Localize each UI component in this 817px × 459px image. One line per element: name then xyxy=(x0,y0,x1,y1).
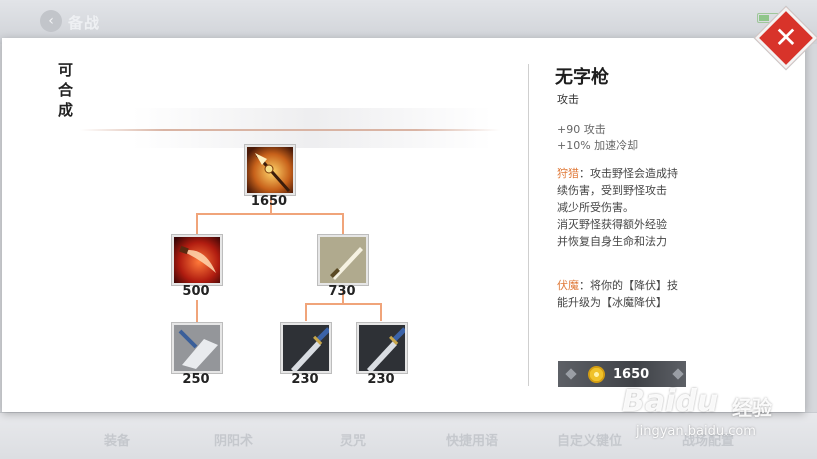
iron-blade-icon xyxy=(174,325,220,371)
item-dagger[interactable] xyxy=(281,323,331,373)
red-blade-icon xyxy=(174,237,220,283)
tab-battle-config[interactable]: 战场配置 xyxy=(682,434,735,449)
tree-connector xyxy=(342,213,344,235)
tree-connector xyxy=(270,196,272,214)
item-white-sword[interactable] xyxy=(318,235,368,285)
craftable-label: 可合成 xyxy=(58,61,74,119)
stat-line: +10% 加速冷却 xyxy=(557,139,639,152)
tree-connector xyxy=(380,303,382,321)
item-price: 730 xyxy=(328,284,356,299)
item-iron-blade[interactable] xyxy=(172,323,222,373)
tree-connector xyxy=(196,213,198,235)
item-price: 230 xyxy=(367,372,395,387)
buy-price-bar[interactable] xyxy=(558,361,686,387)
tree-connector xyxy=(196,300,198,322)
item-price: 1650 xyxy=(250,194,288,209)
passive-description: 减少所受伤害。 xyxy=(557,201,634,214)
tab-custom-keys[interactable]: 自定义键位 xyxy=(557,434,623,449)
passive-keyword: 伏魔 xyxy=(557,279,579,292)
dagger-icon xyxy=(283,325,329,371)
passive-description: 并恢复自身生命和法力 xyxy=(557,235,667,248)
passive-description: 伏魔：将你的【降伏】技 xyxy=(557,279,678,292)
item-type: 攻击 xyxy=(557,93,579,106)
coin-icon xyxy=(588,366,605,383)
item-wuzi-spear[interactable] xyxy=(245,145,295,195)
tab-quick-chat[interactable]: 快捷用语 xyxy=(446,434,499,449)
tree-connector xyxy=(342,290,344,304)
top-header xyxy=(0,0,817,44)
tree-connector xyxy=(305,303,381,305)
dagger-icon xyxy=(359,325,405,371)
white-sword-icon xyxy=(320,237,366,283)
item-name: 无字枪 xyxy=(555,67,609,88)
bottom-tab-bar xyxy=(0,412,817,459)
tree-connector xyxy=(196,213,344,215)
passive-description: 消灭野怪获得额外经验 xyxy=(557,218,667,231)
divider xyxy=(80,129,500,131)
passive-keyword: 狩猎 xyxy=(557,167,579,180)
passive-description: 续伤害，受到野怪攻击 xyxy=(557,184,667,197)
tab-spirit-curse[interactable]: 灵咒 xyxy=(340,434,367,449)
total-price: 1650 xyxy=(613,367,650,382)
item-price: 250 xyxy=(182,372,210,387)
tab-onmyoji-spell[interactable]: 阴阳术 xyxy=(214,434,254,449)
divider xyxy=(528,64,529,386)
item-red-blade[interactable] xyxy=(172,235,222,285)
spear-icon xyxy=(247,147,293,193)
screen-title: 备战 xyxy=(68,14,101,32)
stat-line: +90 攻击 xyxy=(557,123,606,136)
tree-connector xyxy=(305,303,307,321)
item-price: 500 xyxy=(182,284,210,299)
tab-equipment[interactable]: 装备 xyxy=(104,434,131,449)
passive-description: 狩猎：攻击野怪会造成持 xyxy=(557,167,678,180)
item-price: 230 xyxy=(291,372,319,387)
item-dagger[interactable] xyxy=(357,323,407,373)
passive-description: 能升级为【冰魔降伏】 xyxy=(557,296,667,309)
back-icon[interactable]: ‹ xyxy=(40,10,62,32)
